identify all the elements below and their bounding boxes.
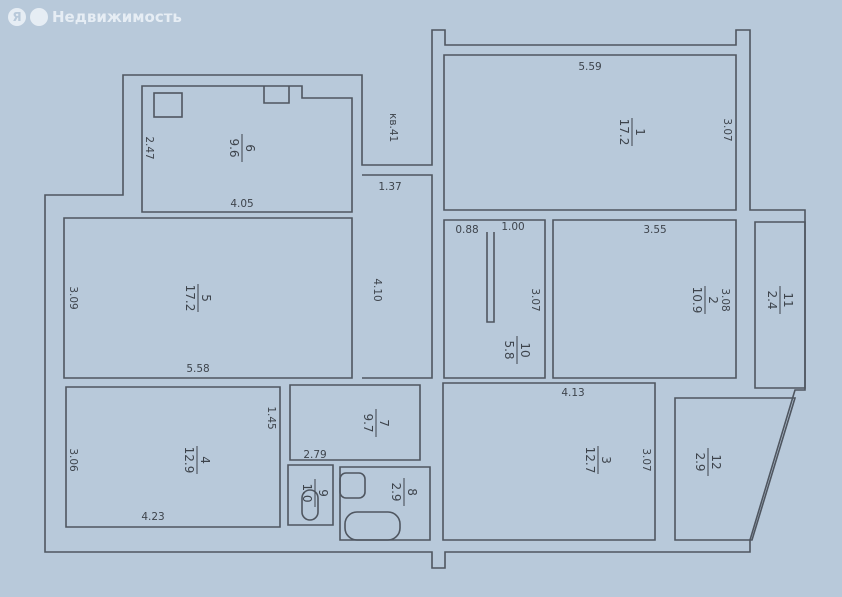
- dimension-label: 4.13: [561, 387, 584, 399]
- room-area: 9.6: [227, 138, 241, 157]
- apartment-label: кв.41: [387, 113, 399, 142]
- room-label-4: 412.9: [182, 446, 212, 474]
- room-number: 12: [709, 454, 723, 469]
- sink-icon: [263, 86, 290, 104]
- room-number: 10: [518, 342, 532, 357]
- dimension-label: 3.55: [643, 224, 666, 236]
- room-area: 12.7: [583, 447, 597, 474]
- toilet-icon: [301, 489, 319, 521]
- dimension-label: 4.10: [371, 278, 383, 301]
- room-area: 17.2: [183, 285, 197, 312]
- room-number: 2: [706, 296, 720, 304]
- stove-icon: [153, 92, 183, 118]
- room-number: 4: [198, 456, 212, 464]
- room-label-1: 117.2: [617, 118, 647, 146]
- room-area: 2.4: [765, 290, 779, 309]
- dimension-label: 1.45: [265, 406, 277, 429]
- dimension-label: 3.07: [529, 288, 541, 311]
- room-label-8: 82.9: [389, 478, 419, 506]
- room-number: 9: [316, 489, 330, 497]
- room-number: 11: [781, 292, 795, 307]
- dimension-label: 4.23: [141, 511, 164, 523]
- walls: [44, 29, 806, 569]
- room-label-10: 105.8: [502, 336, 532, 364]
- room-label-7: 79.7: [361, 409, 391, 437]
- room-label-5: 517.2: [183, 284, 213, 312]
- room-label-2: 210.9: [690, 286, 720, 314]
- room-area: 10.9: [690, 287, 704, 314]
- dimension-label: 5.58: [186, 363, 209, 375]
- dimension-label: 2.47: [143, 136, 155, 159]
- room-label-12: 122.9: [693, 448, 723, 476]
- room-number: 5: [199, 294, 213, 302]
- dimension-label: 4.05: [230, 198, 253, 210]
- bathtub-icon: [344, 511, 401, 541]
- room-area: 2.9: [693, 452, 707, 471]
- room-number: 1: [633, 128, 647, 136]
- circle-logo-icon: [30, 8, 48, 26]
- yandex-logo-icon: Я: [8, 8, 26, 26]
- room-area: 5.8: [502, 340, 516, 359]
- room-area: 1.0: [300, 483, 314, 502]
- room-number: 6: [243, 144, 257, 152]
- room-number: 3: [599, 456, 613, 464]
- dimension-label: 3.06: [67, 448, 79, 472]
- dimension-label: 3.08: [719, 288, 731, 311]
- dimension-label: 1.37: [378, 181, 401, 193]
- dimension-label: 3.07: [721, 118, 733, 141]
- room-label-11: 112.4: [765, 286, 795, 314]
- dimension-label: 5.59: [578, 61, 601, 73]
- fixtures: [153, 86, 401, 541]
- dimension-label: 3.07: [640, 448, 652, 471]
- room-area: 17.2: [617, 119, 631, 146]
- room-label-3: 312.7: [583, 446, 613, 474]
- watermark-text: Недвижимость: [52, 8, 182, 26]
- room-area: 2.9: [389, 482, 403, 501]
- dimension-label: 2.79: [303, 449, 326, 461]
- room-area: 12.9: [182, 447, 196, 474]
- room-label-6: 69.6: [227, 134, 257, 162]
- room-area: 9.7: [361, 413, 375, 432]
- room-number: 8: [405, 488, 419, 496]
- dimension-label: 0.88: [455, 224, 478, 236]
- watermark: Я Недвижимость: [8, 8, 182, 26]
- washbasin-icon: [339, 472, 366, 499]
- room-number: 7: [377, 419, 391, 427]
- dimension-label: 1.00: [501, 221, 524, 233]
- room-label-9: 91.0: [300, 479, 330, 507]
- dimension-label: 3.09: [67, 286, 79, 309]
